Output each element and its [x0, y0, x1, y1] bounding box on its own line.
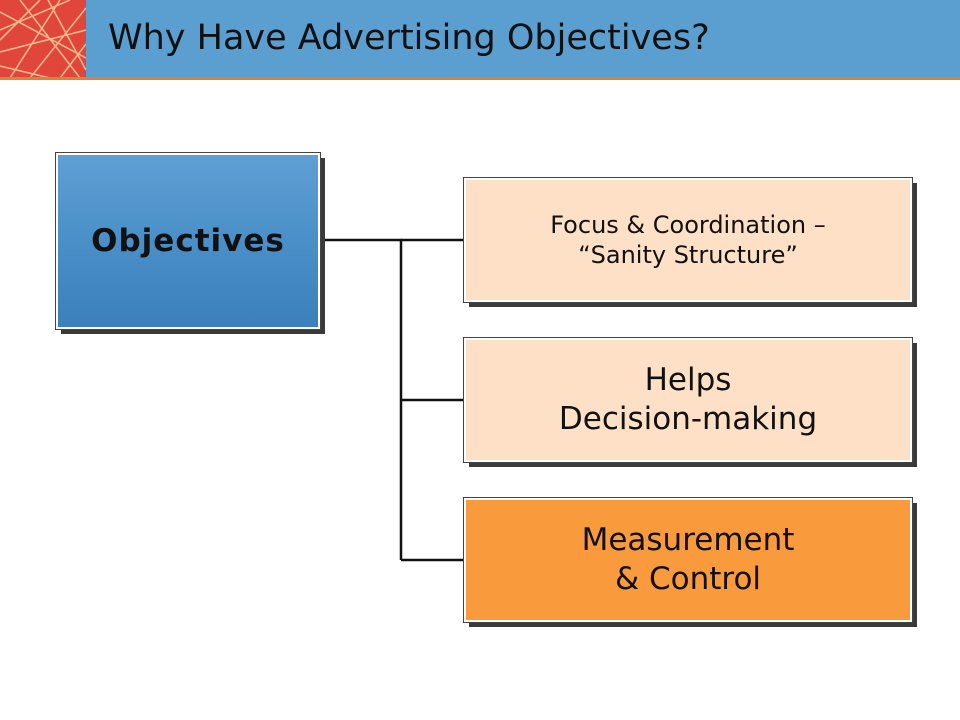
header-bar: Why Have Advertising Objectives?: [0, 0, 960, 78]
page-title: Why Have Advertising Objectives?: [108, 18, 710, 58]
header-divider: [0, 77, 960, 80]
network-logo-icon: [0, 0, 86, 78]
focus-coordination-node: Focus & Coordination – “Sanity Structure…: [463, 177, 913, 303]
decision-making-node: Helps Decision-making: [463, 337, 913, 463]
measurement-control-node: Measurement & Control: [463, 497, 913, 623]
objectives-node: Objectives: [55, 152, 321, 330]
